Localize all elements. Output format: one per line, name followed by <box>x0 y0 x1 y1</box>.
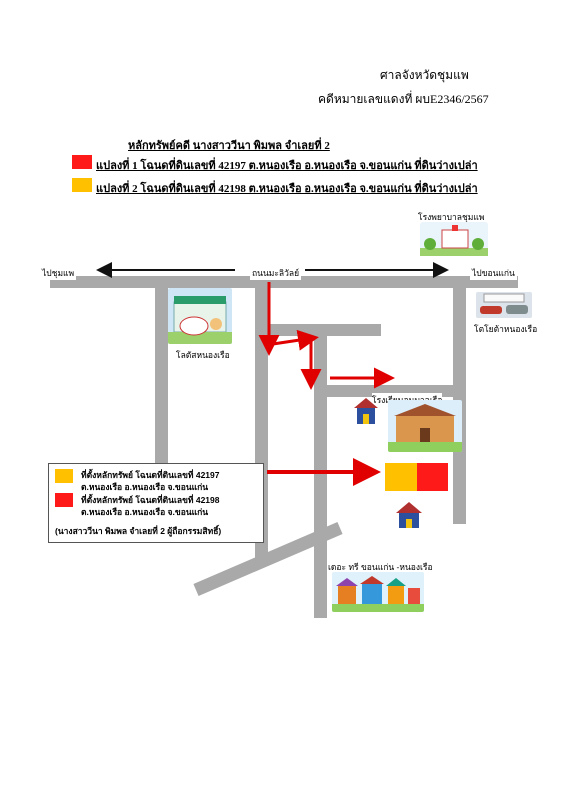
legend-line-42198: ที่ตั้งหลักทรัพย์ โฉนดที่ดินเลขที่ 42198 <box>81 495 220 505</box>
legend-line-42197: ที่ตั้งหลักทรัพย์ โฉนดที่ดินเลขที่ 42197 <box>81 470 220 480</box>
lotus-label: โลตัสหนองเรือ <box>176 350 230 360</box>
label-to-khonkaen: ไปขอนแก่น <box>470 266 517 280</box>
road-west <box>155 286 168 488</box>
lotus-store-icon <box>168 288 232 344</box>
legend-sub-42197: ต.หนองเรือ อ.หนองเรือ จ.ขอนแก่น <box>81 482 209 492</box>
direction-arrows <box>96 262 449 278</box>
parcel-2-plot <box>385 463 417 491</box>
school-icon <box>388 400 462 452</box>
road-east-inner <box>314 334 327 618</box>
parcel-1-text: แปลงที่ 1 โฉนดที่ดินเลขที่ 42197 ต.หนองเ… <box>96 160 478 172</box>
legend-swatch-42197 <box>55 469 73 483</box>
village-label: เดอะ ทรี ขอนแก่น -หนองเรือ <box>328 562 433 572</box>
parcel-2-swatch <box>72 178 92 192</box>
parcel-1-plot <box>417 463 448 491</box>
legend-box: ที่ตั้งหลักทรัพย์ โฉนดที่ดินเลขที่ 42197… <box>48 463 264 543</box>
legend-owner: (นางสาววีนา พิมพล จำเลยที่ 2 ผู้ถือกรรมส… <box>55 526 222 536</box>
hospital-label: โรงพยาบาลชุมแพ <box>418 212 485 222</box>
house-icon-school <box>354 398 378 424</box>
toyota-dealer-icon <box>476 292 532 318</box>
toyota-label: โตโยต้าหนองเรือ <box>474 324 538 334</box>
road-upper-branch <box>265 324 381 336</box>
main-road <box>50 276 518 288</box>
route-arrows <box>258 282 395 486</box>
hospital-icon <box>420 222 488 256</box>
case-number: คดีหมายเลขแดงที่ ผบE2346/2567 <box>318 92 489 106</box>
parcel-1-swatch <box>72 155 92 169</box>
house-icon-south <box>396 502 422 528</box>
label-to-chumphae: ไปชุมแพ <box>40 266 77 280</box>
village-icon <box>332 572 424 612</box>
legend-swatch-42198 <box>55 493 73 507</box>
court-name: ศาลจังหวัดชุมแพ <box>380 68 469 82</box>
road-name-label: ถนนมะลิวัลย์ <box>250 266 302 280</box>
collateral-heading: หลักทรัพย์คดี นางสาววีนา พิมพล จำเลยที่ … <box>128 140 330 152</box>
parcel-2-text: แปลงที่ 2 โฉนดที่ดินเลขที่ 42198 ต.หนองเ… <box>96 183 478 195</box>
legend-sub-42198: ต.หนองเรือ อ.หนองเรือ จ.ขอนแก่น <box>81 507 209 517</box>
